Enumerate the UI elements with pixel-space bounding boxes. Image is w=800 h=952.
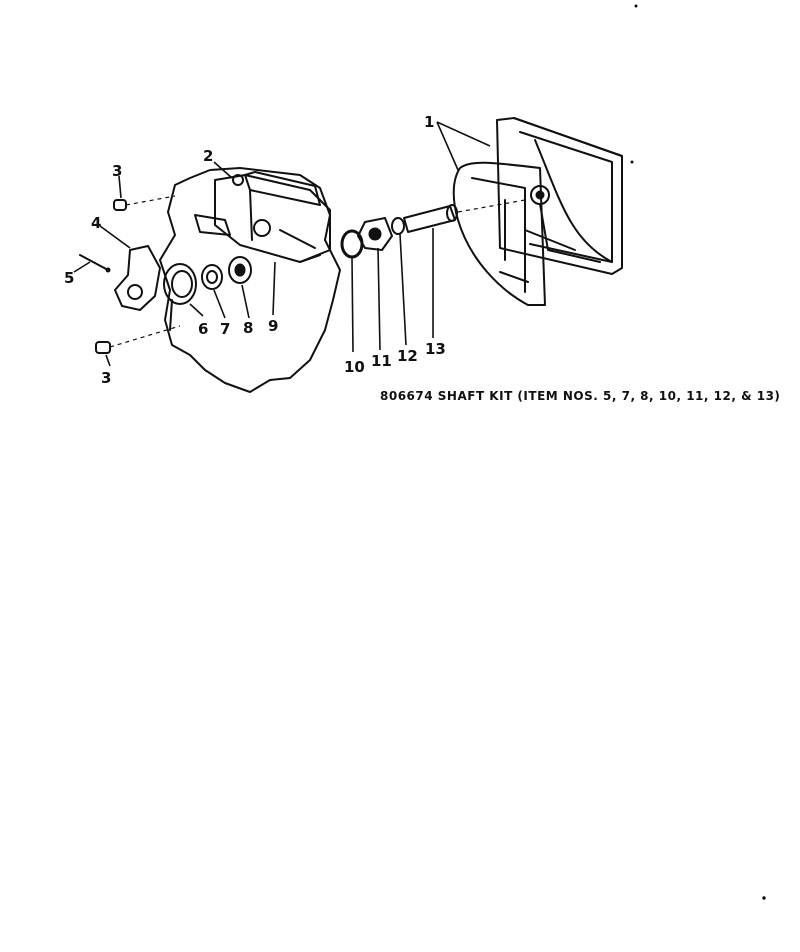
callout-11: 11 — [371, 352, 392, 370]
callout-1: 1 — [424, 113, 434, 131]
callout-6: 6 — [198, 320, 208, 338]
callout-2: 2 — [203, 147, 213, 165]
screw-upper — [113, 195, 176, 211]
speck — [634, 4, 638, 8]
callout-7: 7 — [220, 320, 230, 338]
bushing-8 — [228, 256, 252, 284]
shaft-kit-label: 806674 SHAFT KIT (ITEM NOS. 5, 7, 8, 10,… — [380, 389, 780, 403]
flange-11 — [357, 217, 393, 251]
mounting-plate — [159, 167, 341, 393]
callout-3-lower: 3 — [101, 369, 111, 387]
washer-12 — [391, 217, 405, 235]
callout-3-upper: 3 — [112, 162, 122, 180]
housing-panel — [452, 117, 623, 306]
callout-12: 12 — [397, 347, 418, 365]
pin-part — [79, 254, 111, 273]
speck — [630, 160, 634, 164]
spring-part — [163, 263, 197, 331]
speck — [762, 896, 766, 900]
callout-4: 4 — [91, 214, 101, 232]
shaft-13 — [403, 199, 526, 233]
leader-lines — [73, 121, 491, 367]
lever-part — [114, 245, 161, 311]
callout-8: 8 — [243, 319, 253, 337]
bushing-7 — [201, 264, 223, 290]
callout-10: 10 — [344, 358, 365, 376]
screw-lower — [95, 325, 181, 354]
callout-5: 5 — [64, 269, 74, 287]
callout-9: 9 — [268, 317, 278, 335]
callout-13: 13 — [425, 340, 446, 358]
